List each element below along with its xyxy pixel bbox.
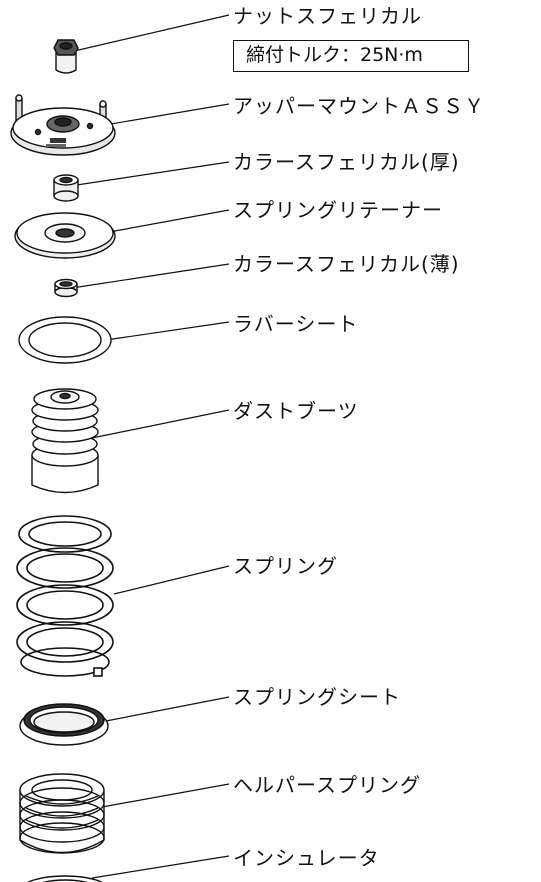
main-spring-part [16,515,114,677]
label-spring-retainer: スプリングリテーナー [233,198,443,222]
label-rubber-seat: ラバーシート [233,312,359,336]
label-nut-spherical: ナットスフェリカル [233,4,422,28]
label-helper-spring: ヘルパースプリング [233,773,421,797]
dust-boots-part [31,388,99,494]
rubber-seat-part [18,316,112,364]
label-dust-boots: ダストブーツ [233,399,359,423]
label-collar-thin: カラースフェリカル(薄) [233,252,460,276]
label-spring: スプリング [233,554,338,578]
spring-seat-part [19,703,109,746]
collar-thin-part [54,278,78,298]
label-upper-mount-assy: アッパーマウントＡＳＳＹ [233,94,485,118]
insulator-part [27,875,103,882]
spring-retainer-part [14,212,116,259]
torque-note: 締付トルク：25N·m [233,40,469,72]
helper-spring-part [19,773,105,854]
label-collar-thick: カラースフェリカル(厚) [233,150,460,174]
collar-thick-part [53,174,79,202]
upper-mount-assy-part [10,94,116,156]
nut-spherical-part [53,39,79,74]
label-spring-seat: スプリングシート [233,685,401,709]
label-insulator: インシュレータ [233,846,380,870]
